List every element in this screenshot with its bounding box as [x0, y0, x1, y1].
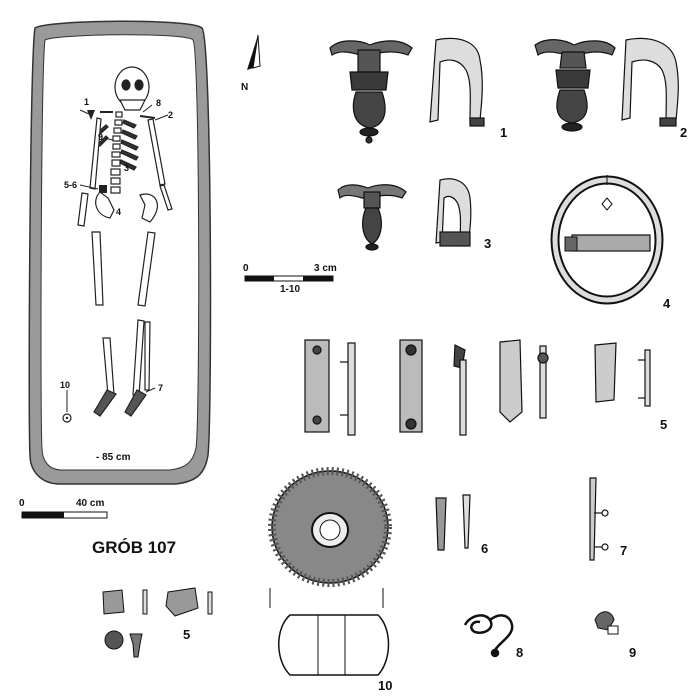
grave-depth: - 85 cm	[96, 452, 131, 463]
artifact-number-10: 10	[378, 678, 393, 693]
grave-scale-start: 0	[19, 498, 25, 509]
artifact-number-5b: 5	[183, 627, 191, 642]
artifact-number-4: 4	[663, 296, 671, 311]
artifact-1-fibula	[329, 37, 485, 144]
skeleton	[77, 66, 173, 417]
artifact-5b-fittings	[102, 587, 213, 658]
skeleton-label-3: 3	[124, 163, 130, 173]
skeleton-label-9: 9	[98, 132, 104, 142]
artifact-3-fibula	[337, 178, 472, 251]
pelvis	[95, 191, 115, 219]
artifact-scale-start: 0	[243, 263, 249, 274]
artifact-8-spiral	[463, 614, 514, 658]
grave-scale-end: 40 cm	[76, 498, 105, 509]
north-label: N	[241, 82, 249, 93]
skeleton-label-4: 4	[116, 207, 122, 217]
skeleton-label-7: 7	[158, 383, 164, 393]
artifact-6-knife	[435, 494, 471, 551]
grave-title: GRÓB 107	[92, 538, 177, 557]
artifact-2-fibula	[534, 37, 679, 132]
skeleton-label-8: 8	[156, 98, 162, 108]
grave-scale-bar	[21, 511, 108, 519]
artifact-9-fragment	[594, 611, 619, 635]
artifact-7-pin	[589, 477, 609, 561]
artifact-number-8: 8	[516, 645, 524, 660]
skeleton-label-2: 2	[168, 110, 174, 120]
artifact-4-buckle	[550, 175, 664, 305]
artifact-number-5: 5	[660, 417, 668, 432]
artifact-number-7: 7	[620, 543, 628, 558]
artifact-number-6: 6	[481, 541, 489, 556]
north-arrow-icon	[247, 34, 261, 70]
artifact-scale-range: 1-10	[280, 284, 301, 295]
artifact-number-2: 2	[680, 125, 688, 140]
find-markers	[62, 104, 169, 423]
artifact-10-whorl	[268, 467, 392, 676]
grave-pit	[28, 20, 212, 485]
artifact-scale-end: 3 cm	[314, 263, 337, 274]
artifact-number-9: 9	[629, 645, 637, 660]
artifact-5-fittings	[304, 339, 651, 436]
artifact-number-1: 1	[500, 125, 508, 140]
skeleton-label-1: 1	[84, 97, 90, 107]
skeleton-label-5-6: 5-6	[64, 180, 78, 190]
artifact-number-3: 3	[484, 236, 492, 251]
spine	[110, 111, 123, 194]
skeleton-label-10: 10	[60, 380, 71, 390]
artifact-scale-bar	[244, 275, 334, 282]
